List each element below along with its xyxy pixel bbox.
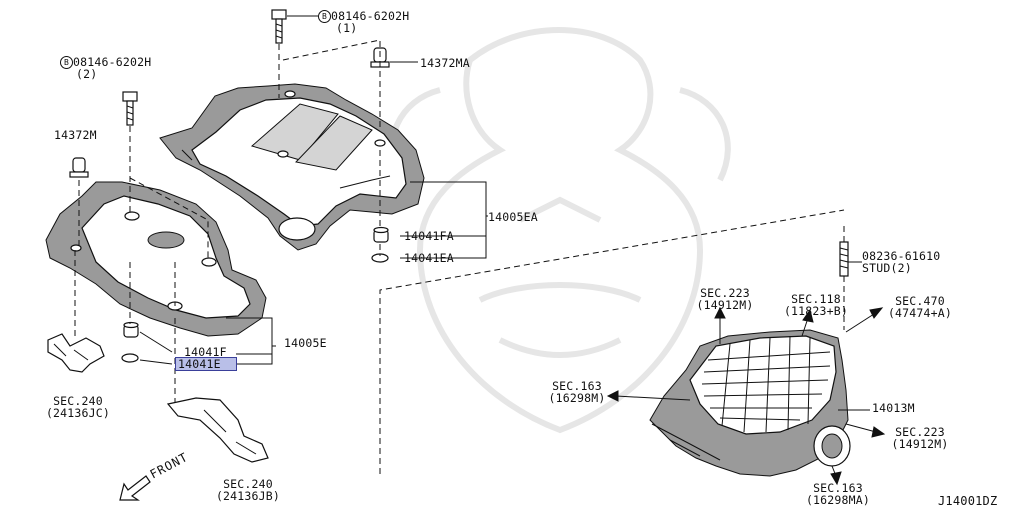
bolt-upper [271,9,287,44]
stud [839,241,849,277]
label-insulator-fa: 14041FA [404,229,454,243]
label-sec223-right-ref: (14912M) [891,437,949,451]
label-sec240-bottom-ref: (24136JB) [215,489,281,503]
label-cover-upper: 14005EA [488,210,538,224]
label-sec470-ref: (47474+A) [887,306,953,320]
label-stud-part: 08236-61610 [862,249,941,263]
label-sec118: SEC.118 [791,292,841,306]
assembly-lines [74,39,845,474]
label-grommet-left: 14372M [54,128,97,142]
bracket-left [47,333,105,373]
flow-arrows [606,306,886,486]
label-sec118-ref: (11823+B) [783,304,849,318]
label-sec223-right: SEC.223 [895,425,945,439]
upper-engine-cover [159,83,425,251]
front-arrow-icon [119,475,151,501]
label-sec223-top: SEC.223 [700,286,750,300]
label-sec163-left: SEC.163 [552,379,602,393]
label-sec163-bottom: SEC.163 [813,481,863,495]
label-bolt-left-qty: (2) [76,67,98,81]
label-sec240-left: SEC.240 [53,394,103,408]
label-sec163-left-ref: (16298M) [548,391,606,405]
leader-lines [139,15,870,411]
label-insulator-f: 14041F [184,345,227,359]
insulators [121,226,389,363]
grommet-left [69,157,89,178]
label-bolt-upper-qty: (1) [336,21,358,35]
label-sec163-bottom-ref: (16298MA) [805,493,871,507]
intake-manifold [649,329,851,477]
label-sec240-left-ref: (24136JC) [45,406,111,420]
label-cover-lower: 14005E [284,336,327,350]
lower-engine-cover [45,181,267,337]
bracket-bottom [166,397,269,463]
b-marker-icon: B [60,56,73,69]
label-sec470: SEC.470 [895,294,945,308]
b-marker-icon: B [318,10,331,23]
bolt-left [122,91,138,126]
label-insulator-e-highlighted[interactable]: 14041E [175,357,237,371]
label-sec240-bottom: SEC.240 [223,477,273,491]
diagram-code: J14001DZ [938,494,998,508]
label-stud-qty: STUD(2) [862,261,912,275]
label-sec223-top-ref: (14912M) [696,298,754,312]
label-manifold: 14013M [872,401,915,415]
label-grommet-right: 14372MA [420,56,470,70]
label-insulator-ea: 14041EA [404,251,454,265]
